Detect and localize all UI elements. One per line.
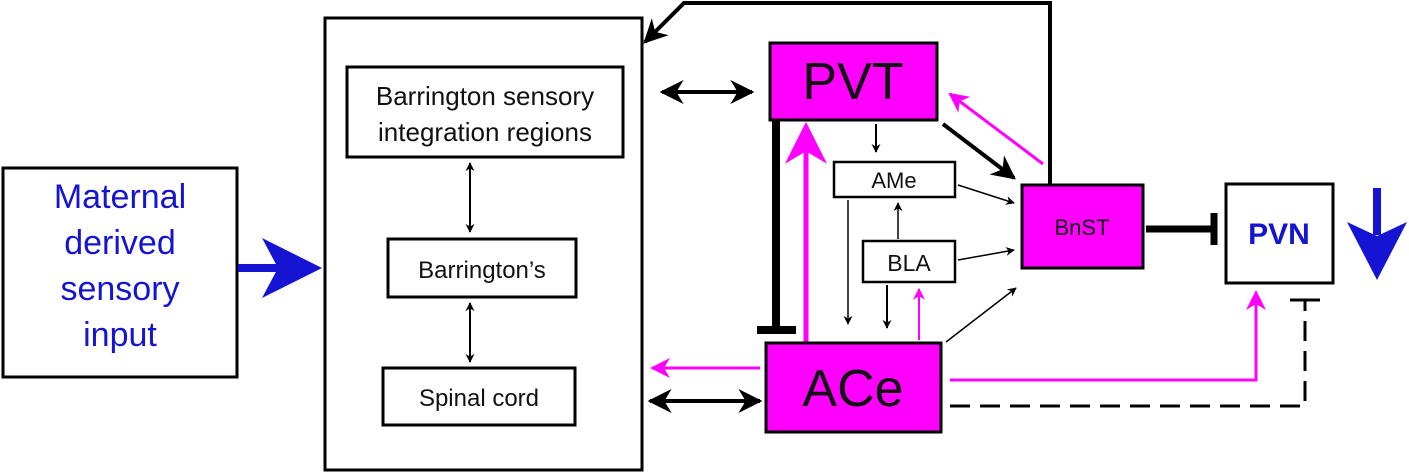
bnst-label: BnST [1054,215,1109,240]
maternal-line-3: sensory [60,270,179,308]
spinal-cord-node: Spinal cord [381,366,577,427]
barrington-regions-line-1: Barrington sensory [376,81,594,111]
barrington-regions-line-2: integration regions [378,117,592,147]
brainstem-container [323,16,644,472]
ace-to-bnst-arrow [945,287,1017,343]
maternal-line-4: input [83,316,157,354]
bla-to-bnst-arrow [957,246,1015,261]
maternal-input-node: Maternal derived sensory input [1,166,239,379]
pvn-to-ace-dashed-inhibitory [950,298,1320,408]
barrington-regions-node: Barrington sensory integration regions [345,65,625,159]
bnst-to-pvt-magenta-arrow [948,92,1044,166]
bla-label: BLA [887,250,931,276]
pvn-node: PVN [1224,182,1335,285]
ame-node: AMe [832,160,957,199]
ace-node: ACe [764,341,943,434]
pvt-to-bnst-arrow [941,122,1016,180]
maternal-line-1: Maternal [54,178,186,216]
ace-label: ACe [802,360,903,418]
bnst-to-container-feedback [643,1,1052,185]
pvn-decrease-arrow-icon [1347,188,1407,280]
spinal-cord-label: Spinal cord [419,385,539,412]
pvt-node: PVT [768,41,939,122]
pvt-to-ace-inhibitory [757,120,796,334]
maternal-line-2: derived [64,224,176,262]
ace-to-pvn-magenta-arrow [950,290,1266,382]
ame-label: AMe [871,168,916,193]
pvn-label: PVN [1248,218,1310,251]
bnst-node: BnST [1020,183,1145,270]
pvt-label: PVT [802,53,903,111]
ame-to-bnst-arrow [957,184,1015,205]
barringtons-node: Barrington’s [386,237,578,299]
bnst-to-pvn-inhibitory [1146,213,1218,245]
maternal-to-container-arrow [238,238,322,298]
bla-node: BLA [861,239,957,284]
barringtons-label: Barrington’s [418,257,546,284]
